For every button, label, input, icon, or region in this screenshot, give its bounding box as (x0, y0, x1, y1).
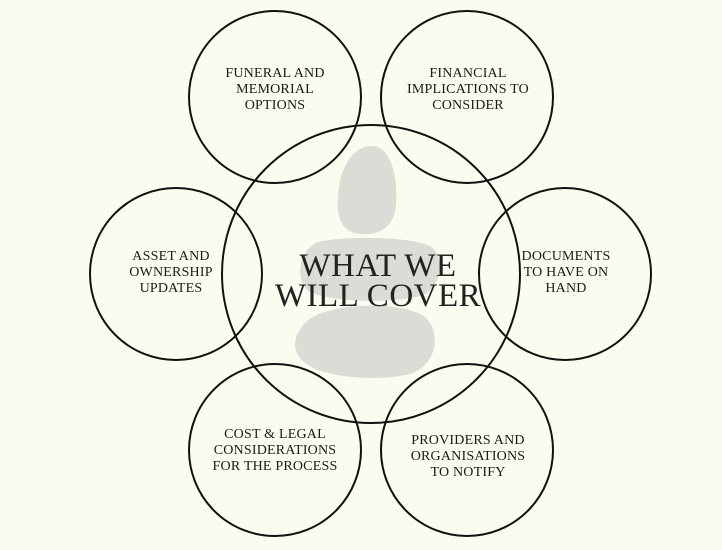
center-title-line: WHAT WE (299, 248, 457, 284)
stone-top (337, 146, 397, 235)
center-title-line: WILL COVER (274, 278, 482, 314)
topic-circle-financial (380, 10, 554, 184)
topic-circle-cost (188, 363, 362, 537)
topic-label-line: TO HAVE ON (523, 265, 609, 280)
topic-label-line: PROVIDERS AND (411, 433, 525, 448)
center-title: WHAT WE WILL COVER (228, 248, 528, 314)
center-circle (221, 124, 521, 424)
topic-label-line: FOR THE PROCESS (212, 459, 338, 474)
topic-label-line: CONSIDER (432, 98, 504, 113)
stacked-stones-icon (295, 146, 440, 378)
topic-circle-asset (89, 187, 263, 361)
topic-label-line: CONSIDERATIONS (213, 443, 337, 458)
topic-label-line: FUNERAL AND (225, 66, 325, 81)
topic-label-line: ORGANISATIONS (410, 449, 526, 464)
topic-label-line: COST & LEGAL (224, 427, 326, 442)
topic-label-line: DOCUMENTS (521, 249, 611, 264)
topic-label-line: IMPLICATIONS TO (407, 82, 529, 97)
topic-circle-documents (478, 187, 652, 361)
topic-label-line: UPDATES (139, 281, 203, 296)
topic-label-line: OWNERSHIP (129, 265, 213, 280)
topic-label-documents: DOCUMENTS TO HAVE ON HAND (500, 249, 632, 297)
topic-circle-providers (380, 363, 554, 537)
topic-label-line: FINANCIAL (429, 66, 507, 81)
topic-label-financial: FINANCIAL IMPLICATIONS TO CONSIDER (388, 66, 548, 114)
topic-label-line: HAND (545, 281, 587, 296)
topic-label-line: TO NOTIFY (430, 465, 506, 480)
topic-label-providers: PROVIDERS AND ORGANISATIONS TO NOTIFY (388, 433, 548, 481)
topic-label-cost: COST & LEGAL CONSIDERATIONS FOR THE PROC… (195, 427, 355, 475)
stone-bottom (295, 305, 435, 378)
topic-label-line: MEMORIAL (236, 82, 314, 97)
topic-label-funeral: FUNERAL AND MEMORIAL OPTIONS (195, 66, 355, 114)
topic-label-line: OPTIONS (244, 98, 306, 113)
topic-circle-funeral (188, 10, 362, 184)
topic-label-line: ASSET AND (132, 249, 210, 264)
topic-label-asset: ASSET AND OWNERSHIP UPDATES (91, 249, 251, 297)
stone-middle (300, 237, 440, 301)
